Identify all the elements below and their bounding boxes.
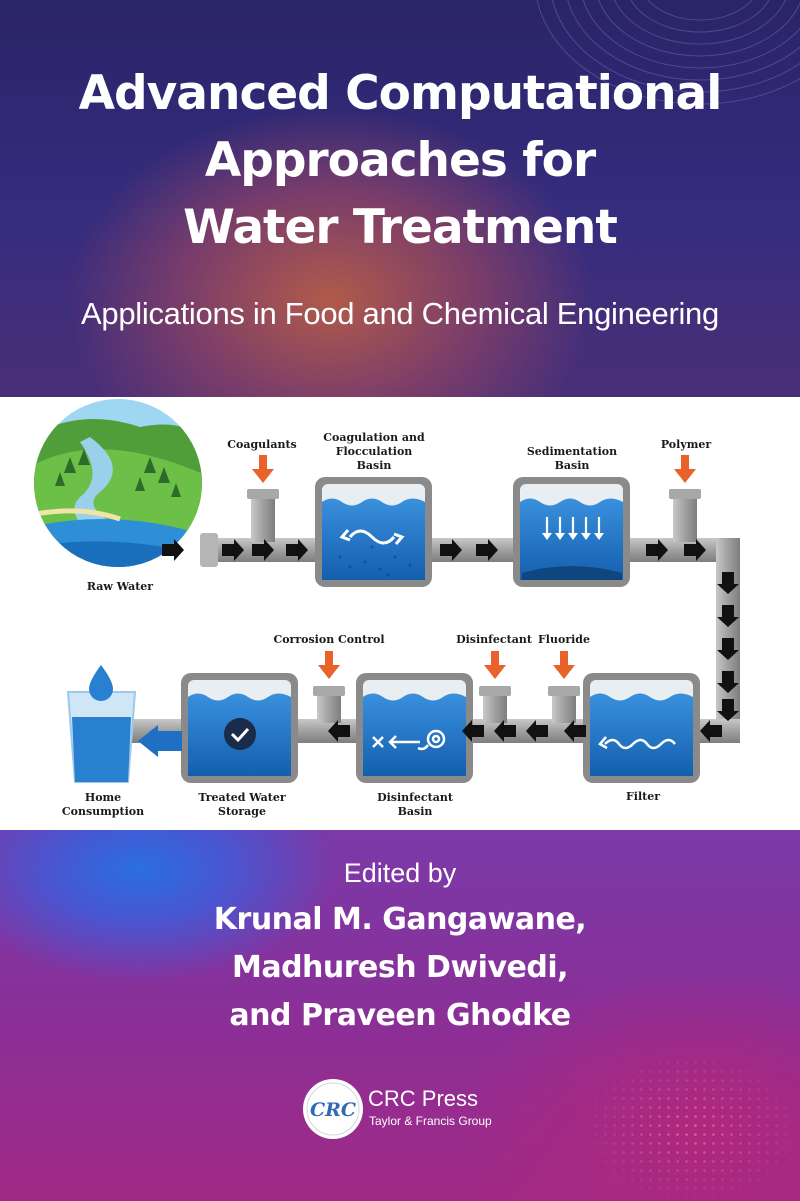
label-home-consumption: Home Consumption	[61, 791, 145, 818]
checkmark-icon	[224, 718, 256, 750]
editor-name-3: and Praveen Ghodke	[229, 998, 571, 1033]
book-subtitle: Applications in Food and Chemical Engine…	[81, 296, 719, 331]
editor-name-1: Krunal M. Gangawane,	[213, 902, 587, 937]
disinfectant-basin-tank	[356, 673, 473, 783]
water-glass-icon	[66, 665, 137, 783]
crc-press-logo: CRC	[303, 1079, 363, 1139]
cover-top-band	[0, 0, 800, 397]
polymer-arrow-icon	[674, 455, 696, 483]
sedimentation-basin-tank	[513, 477, 630, 587]
dot-pattern-decoration	[565, 1040, 795, 1200]
publisher-group: Taylor & Francis Group	[369, 1114, 492, 1128]
label-fluoride: Fluoride	[538, 633, 590, 646]
cover-bottom-band	[0, 830, 800, 1201]
pipe-inlet	[200, 533, 218, 567]
flow-arrows	[162, 539, 739, 742]
label-coagulants: Coagulants	[227, 438, 297, 451]
publisher-name: CRC Press	[368, 1086, 479, 1111]
coagulation-basin-tank	[315, 477, 432, 587]
label-sedimentation-basin: Sedimentation Basin	[526, 445, 618, 472]
coagulant-arrow-icon	[252, 455, 274, 483]
svg-text:CRC: CRC	[310, 1099, 356, 1121]
label-filter: Filter	[625, 790, 661, 803]
edited-by-label: Edited by	[343, 858, 457, 888]
title-line-3: Water Treatment	[183, 200, 618, 255]
dosing-arrows	[252, 455, 696, 679]
corrosion-arrow-icon	[318, 651, 340, 679]
treated-water-storage-tank	[181, 673, 298, 783]
label-disinfectant-basin: Disinfectant Basin	[377, 791, 453, 818]
book-title: Advanced Computational Approaches for Wa…	[0, 60, 800, 261]
label-corrosion-control: Corrosion Control	[273, 633, 385, 646]
water-treatment-diagram: Raw Water Coagulants Coagulation and Flo…	[0, 397, 800, 830]
swirl-decoration	[536, 0, 800, 105]
label-disinfectant: Disinfectant	[456, 633, 532, 646]
process-flow-svg	[34, 399, 740, 783]
polymer-stub	[673, 492, 697, 542]
label-coagulation-basin: Coagulation and Flocculation Basin	[323, 431, 425, 472]
title-line-2: Approaches for	[204, 133, 596, 188]
title-line-1: Advanced Computational	[78, 66, 723, 121]
filter-tank	[583, 673, 700, 783]
label-raw-water: Raw Water	[86, 580, 154, 593]
label-treated-water-storage: Treated Water Storage	[198, 791, 286, 818]
label-polymer: Polymer	[660, 438, 712, 451]
editor-name-2: Madhuresh Dwivedi,	[231, 950, 569, 985]
coagulant-stub	[251, 492, 275, 542]
disinfectant-arrow-icon	[484, 651, 506, 679]
fluoride-arrow-icon	[553, 651, 575, 679]
